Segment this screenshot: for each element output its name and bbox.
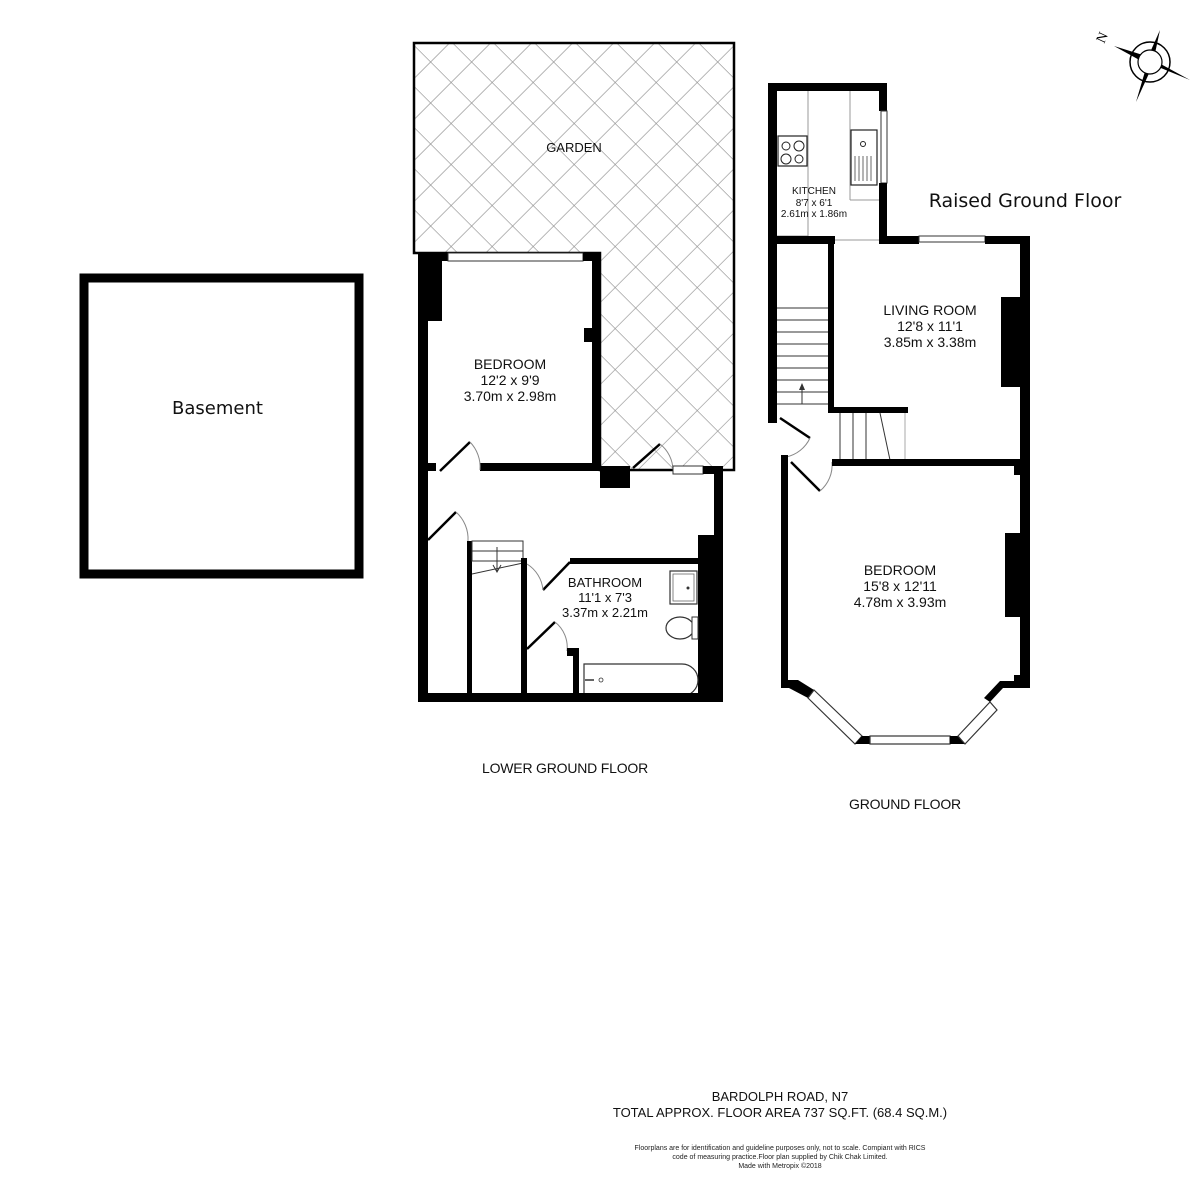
- room-dimensions-metric: 3.37m x 2.21m: [562, 604, 648, 620]
- svg-text:N: N: [1094, 30, 1112, 46]
- room-dimensions-imperial: 11'1 x 7'3: [578, 589, 632, 605]
- lower-ground-floor-plan: [418, 252, 723, 702]
- credit-line: Made with Metropix ©2018: [738, 1162, 822, 1170]
- room-name: BATHROOM: [567, 575, 643, 590]
- total-floor-area: TOTAL APPROX. FLOOR AREA 737 SQ.FT. (68.…: [612, 1104, 948, 1120]
- room-name: LIVING ROOM: [883, 302, 977, 318]
- disclaimer-line-1: Floorplans are for identification and gu…: [634, 1145, 926, 1152]
- room-label-ground-bedroom: BEDROOM 15'8 x 12'11 4.78m x 3.93m: [820, 562, 980, 610]
- room-dimensions-imperial: 15'8 x 12'11: [863, 578, 937, 595]
- basement-title: Basement: [172, 398, 263, 419]
- room-dimensions-metric: 2.61m x 1.86m: [780, 209, 848, 220]
- property-address: BARDOLPH ROAD, N7: [711, 1089, 849, 1104]
- raised-ground-floor-title: Raised Ground Floor: [928, 190, 1122, 212]
- room-label-kitchen: KITCHEN 8'7 x 6'1 2.61m x 1.86m: [772, 186, 856, 221]
- compass-rose-icon: N: [1094, 30, 1190, 102]
- room-dimensions-metric: 4.78m x 3.93m: [853, 594, 947, 611]
- room-label-living-room: LIVING ROOM 12'8 x 11'1 3.85m x 3.38m: [850, 302, 1010, 350]
- basement-plan: [79, 273, 364, 579]
- room-name: BEDROOM: [863, 562, 937, 578]
- disclaimer-line-2: code of measuring practice.Floor plan su…: [672, 1153, 888, 1161]
- lower-ground-floor-title: LOWER GROUND FLOOR: [482, 760, 648, 776]
- room-name: BEDROOM: [473, 356, 547, 372]
- room-dimensions-imperial: 8'7 x 6'1: [795, 197, 833, 209]
- room-label-bathroom: BATHROOM 11'1 x 7'3 3.37m x 2.21m: [550, 575, 660, 621]
- ground-floor-title: GROUND FLOOR: [849, 796, 961, 812]
- room-name: KITCHEN: [792, 186, 836, 197]
- room-dimensions-imperial: 12'2 x 9'9: [480, 372, 540, 389]
- ground-floor-plan: [768, 83, 1030, 745]
- footer-disclaimer: Floorplans are for identification and gu…: [560, 1145, 1000, 1171]
- room-label-lower-bedroom: BEDROOM 12'2 x 9'9 3.70m x 2.98m: [440, 356, 580, 404]
- room-dimensions-metric: 3.85m x 3.38m: [883, 334, 977, 351]
- footer-summary: BARDOLPH ROAD, N7 TOTAL APPROX. FLOOR AR…: [560, 1089, 1000, 1120]
- room-dimensions-imperial: 12'8 x 11'1: [897, 318, 963, 335]
- room-dimensions-metric: 3.70m x 2.98m: [463, 388, 557, 405]
- garden-label: GARDEN: [546, 140, 602, 155]
